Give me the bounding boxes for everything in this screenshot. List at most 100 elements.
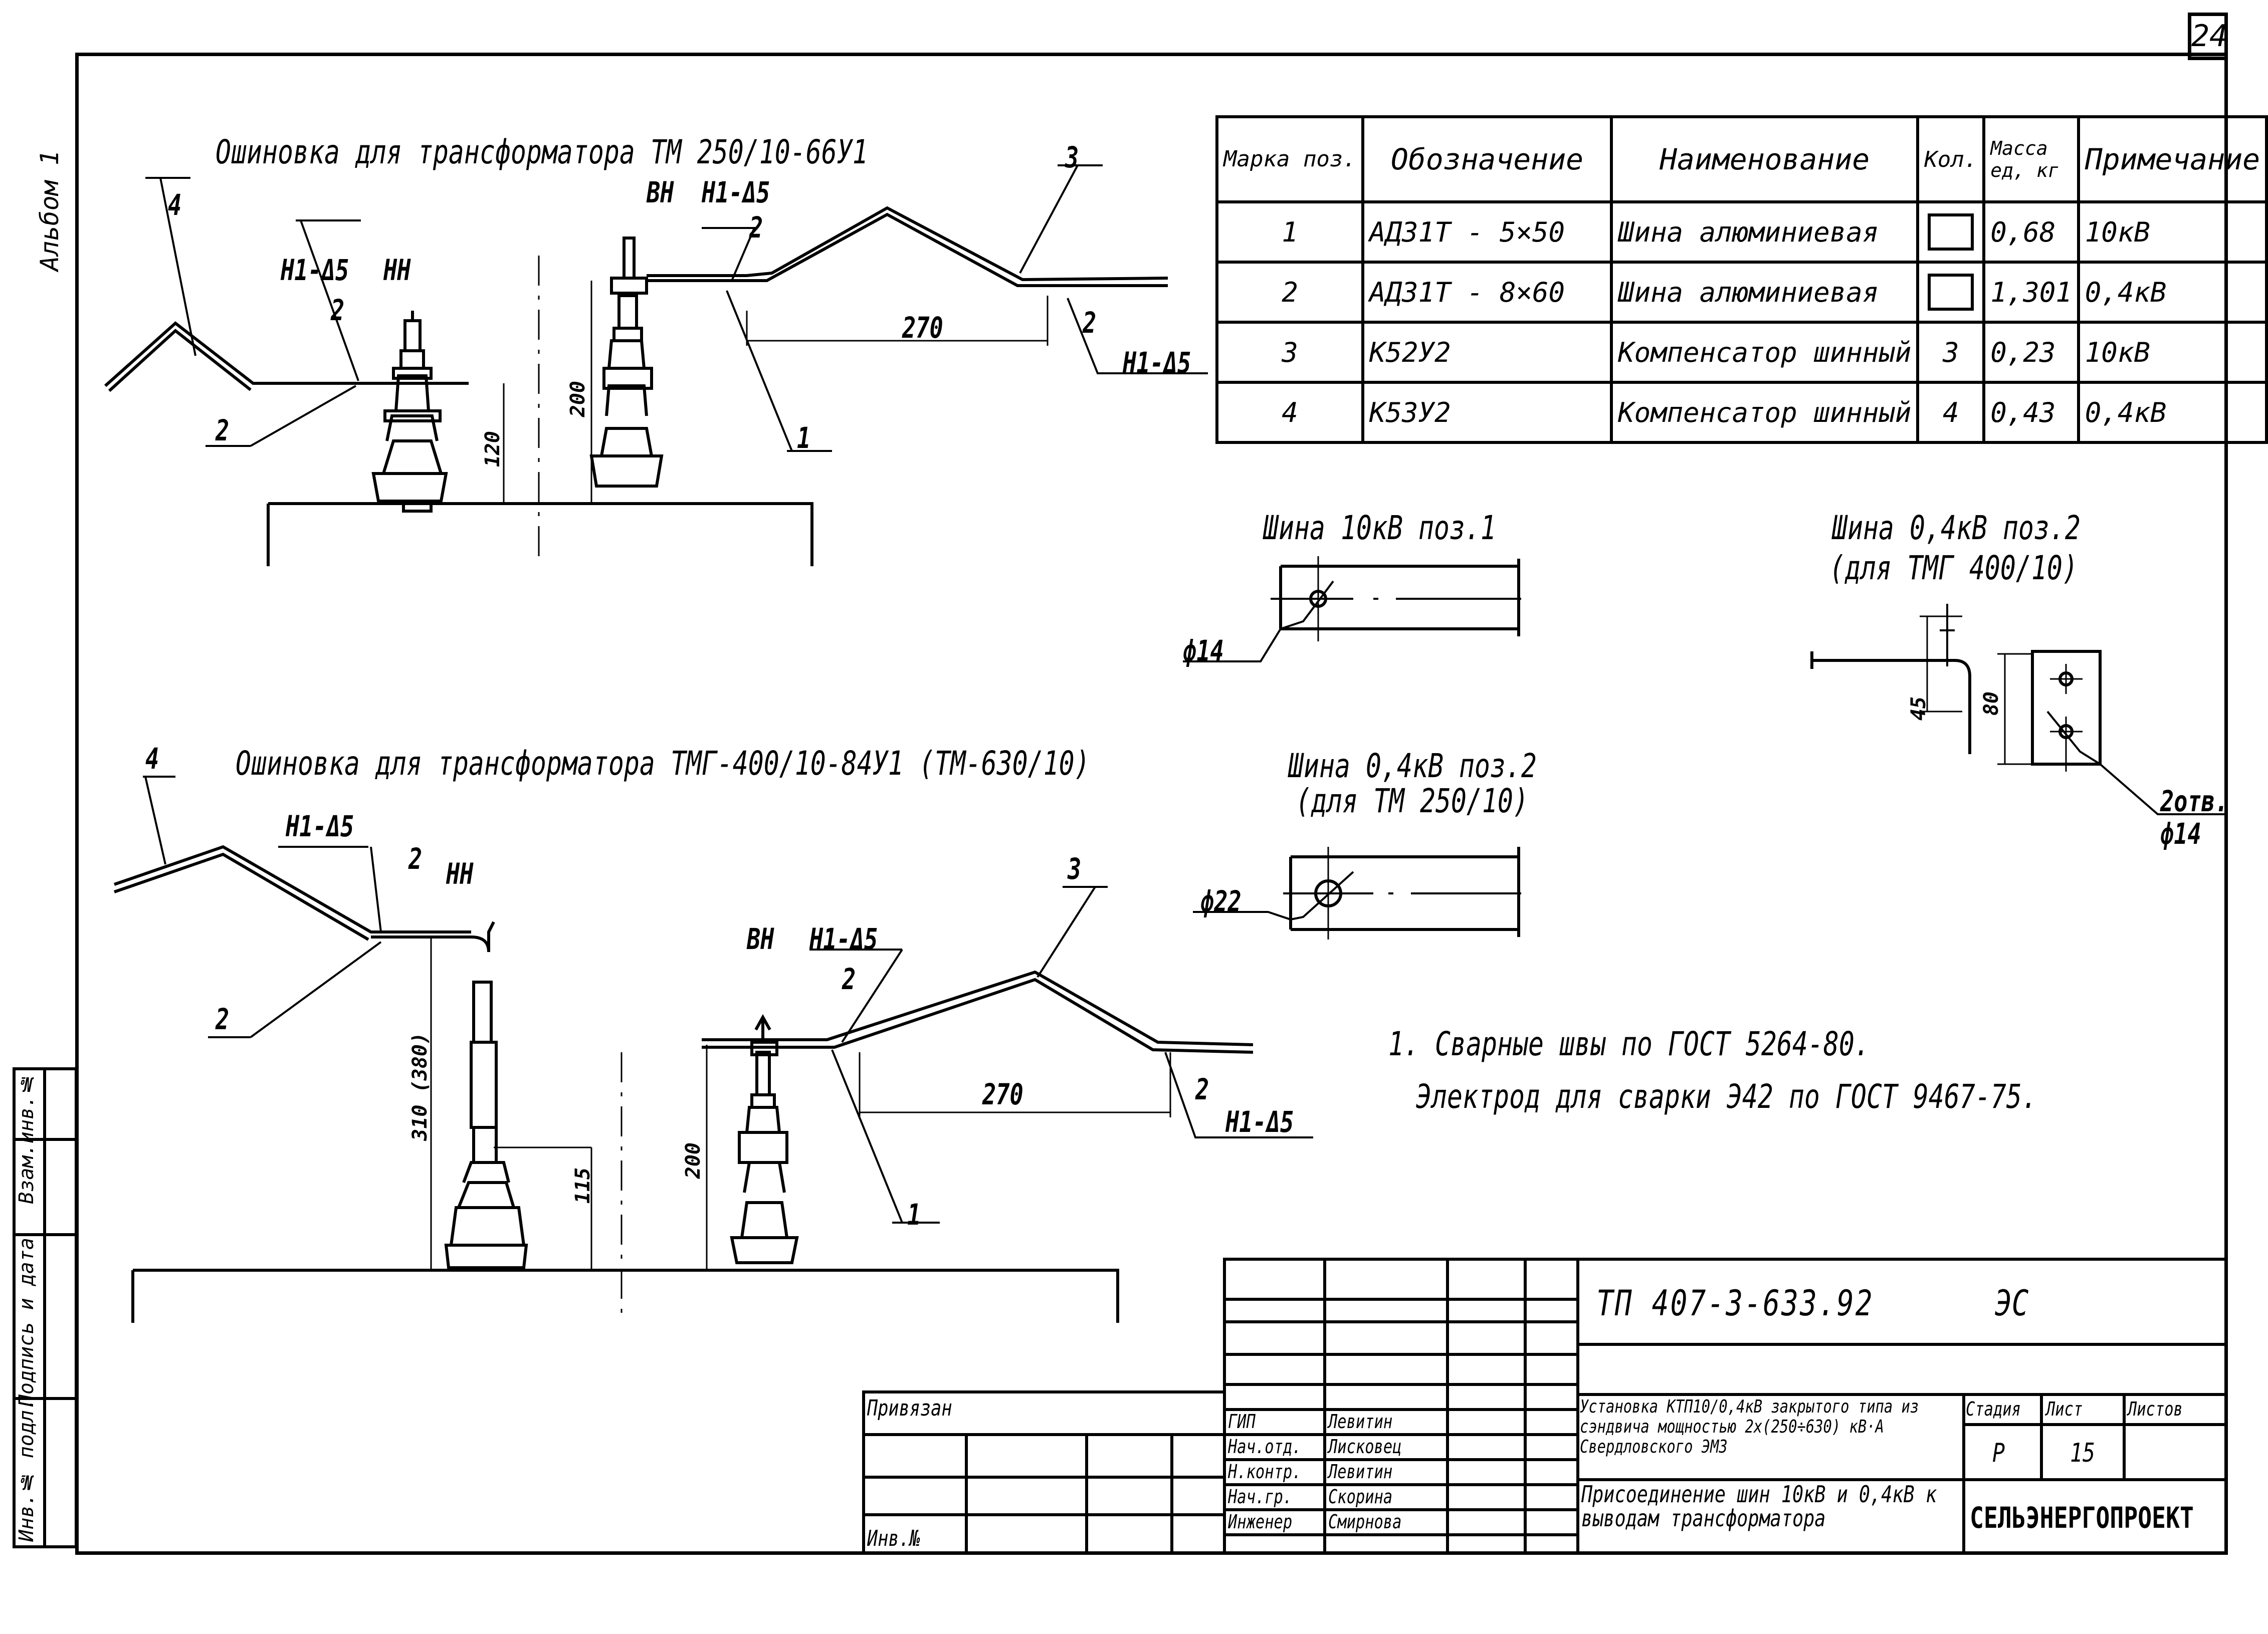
detail-bus04-tmg400-side bbox=[1810, 651, 1971, 754]
inventory-label: Инв.№ bbox=[867, 1526, 920, 1551]
detail-bus10-title: Шина 10кВ поз.1 bbox=[1263, 509, 1496, 547]
detail-bus04-tm250 bbox=[1289, 847, 1520, 937]
cell-note: 10кВ bbox=[2077, 321, 2268, 384]
detail-dim-80: 80 bbox=[1980, 691, 2003, 716]
cell-qty bbox=[1916, 261, 1986, 324]
drawing1-dim-120: 120 bbox=[481, 431, 504, 468]
drawing1-title: Ошиновка для трансформатора ТМ 250/10-66… bbox=[216, 133, 868, 171]
drawing2-weld-vn: Н1-Δ5 bbox=[809, 922, 878, 956]
drawing1-weld-right: Н1-Δ5 bbox=[1123, 346, 1191, 380]
cell-qty: 4 bbox=[1916, 381, 1986, 444]
sheet-number: 24 bbox=[2188, 13, 2228, 60]
bus-vn-1b bbox=[647, 212, 1168, 287]
organization: СЕЛЬЭНЕРГОПРОЕКТ bbox=[1970, 1501, 2194, 1535]
nn-insulator-1 bbox=[371, 311, 448, 513]
detail-bus04-tm250-title: Шина 0,4кВ поз.2 bbox=[1288, 747, 1537, 785]
cell-note: 0,4кВ bbox=[2077, 381, 2268, 444]
table-row: 3 К52У2 Компенсатор шинный 3 0,23 10кВ bbox=[1215, 321, 2268, 384]
cell-pos: 4 bbox=[1215, 381, 1364, 444]
sig-name-2: Левитин bbox=[1328, 1461, 1393, 1483]
cell-qty: 3 bbox=[1916, 321, 1986, 384]
cell-designation: К53У2 bbox=[1361, 381, 1613, 444]
qty-box bbox=[1928, 274, 1974, 311]
bus-nn-2b bbox=[114, 852, 369, 941]
detail-bus04-tmg400-title: Шина 0,4кВ поз.2 bbox=[1832, 509, 2081, 547]
cell-name: Шина алюминиевая bbox=[1610, 261, 1920, 324]
drawing2-dim-200: 200 bbox=[682, 1142, 705, 1179]
sig-role-1: Нач.отд. bbox=[1228, 1436, 1302, 1458]
drawing1-pos2c: 2 bbox=[1083, 306, 1097, 340]
sheet-value: 15 bbox=[2070, 1438, 2096, 1468]
drawing2-nn: НН bbox=[446, 857, 474, 891]
detail-bus10 bbox=[1279, 559, 1520, 636]
detail-bus10-hole: ф14 bbox=[1183, 634, 1224, 668]
transformer-cover-1 bbox=[267, 502, 813, 566]
cell-designation: АД31Т - 5×50 bbox=[1361, 200, 1613, 264]
cell-pos: 3 bbox=[1215, 321, 1364, 384]
sig-role-3: Нач.гр. bbox=[1228, 1486, 1293, 1508]
drawing1-pos4: 4 bbox=[168, 188, 182, 222]
bus-bracket bbox=[371, 936, 490, 953]
drawing2-vn: ВН bbox=[747, 922, 774, 956]
drawing2-geometry bbox=[114, 776, 1313, 1323]
sig-role-4: Инженер bbox=[1228, 1511, 1293, 1533]
cell-qty bbox=[1916, 200, 1986, 264]
note-1: 1. Сварные швы по ГОСТ 5264-80. bbox=[1388, 1025, 1870, 1063]
detail-holes-label: 2отв. bbox=[2160, 784, 2229, 818]
detail-bus04-tm250-subtitle: (для ТМ 250/10) bbox=[1296, 782, 1529, 820]
header-note: Примечание bbox=[2077, 115, 2268, 203]
cell-name: Компенсатор шинный bbox=[1610, 381, 1920, 444]
spec-table-header: Марка поз. Обозначение Наименование Кол.… bbox=[1215, 115, 2268, 203]
doc-mark: ЭС bbox=[1995, 1283, 2029, 1324]
cell-note: 0,4кВ bbox=[2077, 261, 2268, 324]
drawing1-pos1: 1 bbox=[797, 421, 811, 455]
drawing1-geometry bbox=[104, 164, 1208, 566]
drawing1-vn: ВН bbox=[647, 175, 674, 209]
drawing2-pos3: 3 bbox=[1068, 852, 1082, 886]
sig-name-1: Лисковец bbox=[1328, 1436, 1402, 1458]
sig-name-0: Левитин bbox=[1328, 1411, 1393, 1433]
table-row: 1 АД31Т - 5×50 Шина алюминиевая 0,68 10к… bbox=[1215, 200, 2268, 264]
detail-geometry bbox=[1183, 556, 2225, 940]
qty-box bbox=[1928, 213, 1974, 251]
cell-mass: 0,43 bbox=[1982, 381, 2080, 444]
header-name: Наименование bbox=[1610, 115, 1920, 203]
note-2: Электрод для сварки Э42 по ГОСТ 9467-75. bbox=[1416, 1077, 2037, 1116]
detail-bus04-tm250-hole: ф22 bbox=[1200, 884, 1242, 918]
drawing2-pos1: 1 bbox=[907, 1198, 921, 1232]
drawing1-pos2d: 2 bbox=[216, 413, 230, 447]
drawing1-pos2a: 2 bbox=[331, 293, 345, 327]
sheet-label: Лист bbox=[2046, 1398, 2083, 1420]
nn-insulator-2 bbox=[371, 921, 528, 1269]
sig-name-3: Скорина bbox=[1328, 1486, 1393, 1508]
header-pos: Марка поз. bbox=[1215, 115, 1364, 203]
bus-nn-2 bbox=[114, 845, 471, 933]
cell-designation: К52У2 bbox=[1361, 321, 1613, 384]
stage-label: Стадия bbox=[1966, 1398, 2021, 1420]
bus-vn-1 bbox=[647, 206, 1168, 282]
bus-vn-2 bbox=[702, 970, 1254, 1046]
header-qty: Кол. bbox=[1916, 115, 1986, 203]
drawing2-dim-310: 310 (380) bbox=[408, 1032, 432, 1141]
cell-name: Компенсатор шинный bbox=[1610, 321, 1920, 384]
drawing1-dim-270: 270 bbox=[902, 311, 943, 345]
bus-nn-1b bbox=[108, 329, 252, 392]
bus-nn-1 bbox=[104, 321, 469, 387]
vn-insulator-2 bbox=[730, 1014, 799, 1264]
sig-role-0: ГИП bbox=[1228, 1411, 1256, 1433]
table-row: 2 АД31Т - 8×60 Шина алюминиевая 1,301 0,… bbox=[1215, 261, 2268, 324]
drawing1-weld-nn: Н1-Δ5 bbox=[281, 253, 349, 287]
vn-insulator-1 bbox=[589, 237, 664, 488]
drawing2-weld-nn: Н1-Δ5 bbox=[286, 809, 354, 843]
drawing2-title: Ошиновка для трансформатора ТМГ-400/10-8… bbox=[236, 744, 1090, 783]
header-mass: Масса ед, кг bbox=[1982, 115, 2080, 203]
sig-name-4: Смирнова bbox=[1328, 1511, 1402, 1533]
side-stamp bbox=[13, 1067, 78, 1548]
drawing2-pos4: 4 bbox=[145, 742, 159, 776]
drawing2-pos2a: 2 bbox=[408, 842, 423, 876]
project-name: Установка КТП10/0,4кВ закрытого типа из … bbox=[1580, 1396, 1919, 1457]
drawing1-dim-200: 200 bbox=[566, 381, 589, 417]
table-row: 4 К53У2 Компенсатор шинный 4 0,43 0,4кВ bbox=[1215, 381, 2268, 444]
drawing1-pos3: 3 bbox=[1065, 140, 1079, 174]
